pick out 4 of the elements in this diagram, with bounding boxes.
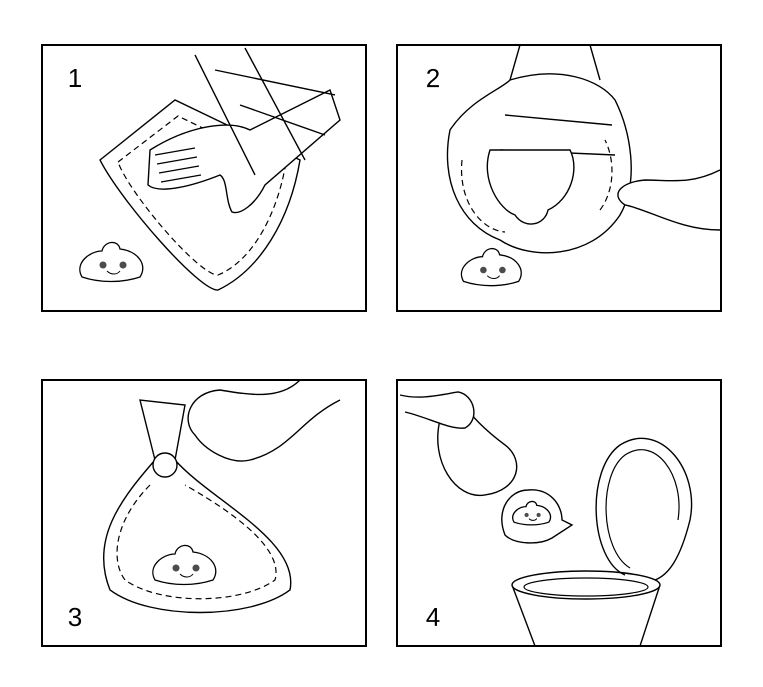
step-panel: 1 <box>41 44 367 312</box>
step-panel: 4 <box>396 379 722 647</box>
step-panel: 3 <box>41 379 367 647</box>
step-panel: 2 <box>396 44 722 312</box>
